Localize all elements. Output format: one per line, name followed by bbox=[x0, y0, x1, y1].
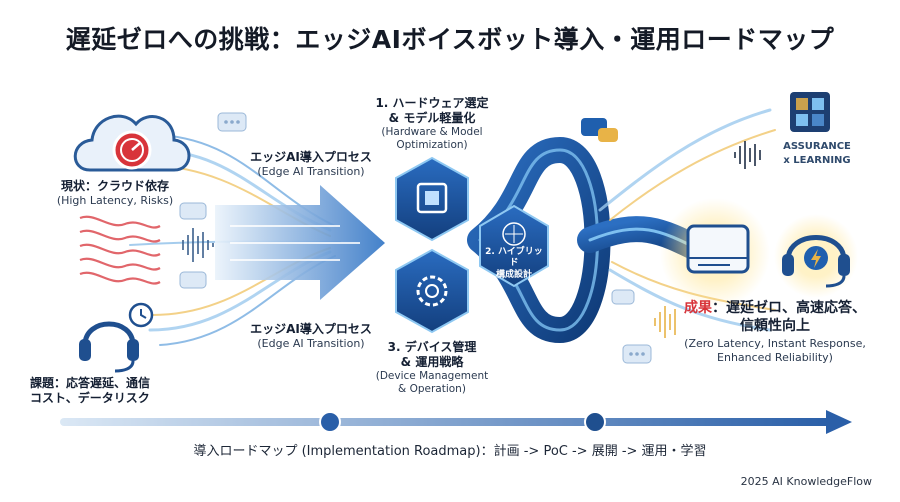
current-state-en: (High Latency, Risks) bbox=[56, 194, 174, 207]
headset-clock-icon bbox=[79, 302, 154, 373]
current-state-ja: 現状：クラウド依存 bbox=[60, 179, 169, 193]
chat-bubble-icon bbox=[179, 112, 652, 364]
transition-top-en: (Edge AI Transition) bbox=[257, 165, 365, 178]
step3-en2: & Operation) bbox=[398, 383, 466, 396]
result-en2: Enhanced Reliability) bbox=[717, 350, 833, 364]
step2-hexagon bbox=[479, 204, 549, 288]
transition-bottom-ja: エッジAI導入プロセス bbox=[250, 322, 372, 336]
cloud-icon bbox=[73, 114, 191, 172]
audio-bars-icon bbox=[734, 141, 761, 169]
roadmap-timeline bbox=[60, 410, 852, 434]
step1-line1: 1. ハードウェア選定 bbox=[375, 96, 489, 110]
transition-top-ja: エッジAI導入プロセス bbox=[250, 150, 372, 164]
step1-label: 1. ハードウェア選定 & モデル軽量化 (Hardware & Model O… bbox=[362, 96, 502, 152]
step1-en2: Optimization) bbox=[396, 139, 468, 152]
issues-line1: 課題：応答遅延、通信 bbox=[30, 376, 151, 390]
current-state-label: 現状：クラウド依存 (High Latency, Risks) bbox=[40, 179, 190, 208]
assurance-line1: ASSURANCE bbox=[783, 141, 851, 152]
latency-wave bbox=[79, 215, 161, 285]
step2-line1: 2. ハイブリッド bbox=[485, 247, 543, 269]
issues-line2: コスト、データリスク bbox=[30, 391, 150, 405]
chat-bubble-gold-icon bbox=[581, 118, 618, 142]
transition-top-label: エッジAI導入プロセス (Edge AI Transition) bbox=[236, 150, 386, 179]
response-waveform-icon bbox=[654, 306, 676, 338]
result-line1: 成果：遅延ゼロ、高速応答、 bbox=[684, 300, 866, 316]
assurance-label: ASSURANCE x LEARNING bbox=[762, 140, 872, 167]
edge-device-icon bbox=[660, 198, 770, 308]
result-line1-rest: ：遅延ゼロ、高速応答、 bbox=[712, 300, 866, 316]
assurance-line2: x LEARNING bbox=[783, 154, 851, 166]
credit-label: 2025 AI KnowledgeFlow bbox=[740, 475, 872, 488]
step3-line2: & 運用戦略 bbox=[400, 355, 464, 369]
result-en1: (Zero Latency, Instant Response, bbox=[684, 337, 866, 350]
step2-label: 2. ハイブリッド 構成設計 bbox=[482, 247, 546, 281]
step3-hexagon bbox=[395, 248, 469, 334]
assurance-learning-icon bbox=[790, 92, 830, 132]
step1-line2: & モデル軽量化 bbox=[388, 111, 476, 125]
step3-label: 3. デバイス管理 & 運用戦略 (Device Management & Op… bbox=[362, 340, 502, 396]
step3-line1: 3. デバイス管理 bbox=[387, 340, 477, 354]
issues-label: 課題：応答遅延、通信 コスト、データリスク bbox=[30, 376, 200, 406]
headset-bolt-icon bbox=[774, 214, 858, 298]
edge-transition-arrow bbox=[215, 185, 385, 300]
step2-line2: 構成設計 bbox=[495, 269, 532, 280]
roadmap-label: 導入ロードマップ (Implementation Roadmap)：計画 -> … bbox=[193, 444, 707, 459]
result-line2: 信頼性向上 bbox=[740, 317, 810, 334]
transition-bottom-en: (Edge AI Transition) bbox=[257, 337, 365, 350]
page-title: 遅延ゼロへの挑戦：エッジAIボイスボット導入・運用ロードマップ bbox=[65, 25, 835, 54]
result-label: 成果：遅延ゼロ、高速応答、 信頼性向上 (Zero Latency, Insta… bbox=[670, 300, 880, 365]
sound-waveform-icon bbox=[182, 228, 214, 262]
step1-hexagon bbox=[395, 156, 469, 242]
step1-en1: (Hardware & Model bbox=[381, 126, 483, 138]
transition-bottom-label: エッジAI導入プロセス (Edge AI Transition) bbox=[236, 322, 386, 351]
step3-en1: (Device Management bbox=[375, 370, 489, 382]
chat-dots bbox=[224, 120, 645, 356]
